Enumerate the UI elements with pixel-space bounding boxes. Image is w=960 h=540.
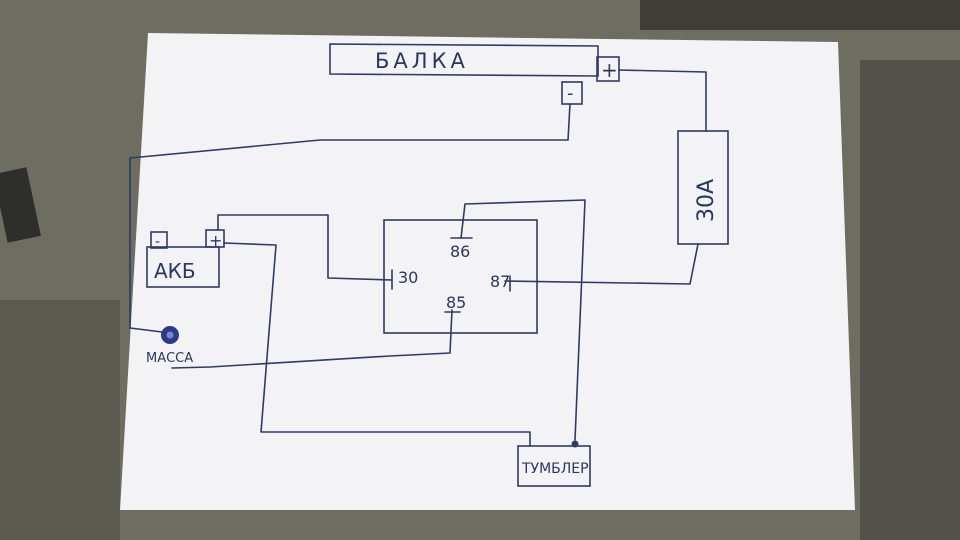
- switch-box: [517, 445, 591, 487]
- wire-bar-minus-to-ground: [129, 103, 571, 333]
- light-bar-plus-sign: +: [601, 58, 618, 82]
- relay-pin-85: 85: [446, 293, 466, 312]
- light-bar-minus-sign: -: [567, 83, 574, 104]
- wire-bar-plus-to-fuse: [618, 69, 707, 132]
- battery-label: АКБ: [154, 259, 196, 283]
- light-bar-box: [329, 43, 599, 77]
- fuse-label: 30А: [694, 179, 719, 222]
- table-shadow-left: [0, 300, 120, 540]
- battery-plus-sign: +: [209, 231, 222, 250]
- battery-minus-sign: -: [155, 234, 160, 250]
- ground-label: МАССА: [146, 351, 193, 366]
- wire-fuse-to-relay-87: [504, 243, 699, 285]
- wire-relay-86-to-switch: [460, 199, 586, 441]
- light-bar-minus-terminal: [561, 81, 583, 105]
- battery-minus-terminal: [150, 231, 168, 249]
- battery-box: [146, 246, 220, 288]
- relay-pin-87: 87: [490, 272, 510, 291]
- switch-terminal-dot: [571, 440, 579, 448]
- battery-plus-terminal: [205, 229, 225, 248]
- relay-box: [383, 219, 538, 334]
- wire-battery-plus-to-relay-30: [217, 214, 393, 281]
- relay-pin-86: 86: [450, 242, 470, 261]
- light-bar-label: БАЛКА: [375, 49, 469, 73]
- relay-pin-30: 30: [398, 268, 418, 287]
- table-corner-dark: [640, 0, 960, 30]
- ground-point-center: [166, 331, 174, 339]
- fuse-box: [677, 130, 729, 245]
- wire-relay-85-to-ground: [171, 309, 453, 369]
- table-right-dark: [860, 60, 960, 540]
- sticker-left: [0, 167, 41, 243]
- wire-battery-plus-to-switch: [223, 242, 531, 447]
- switch-label: ТУМБЛЕР: [521, 461, 589, 477]
- paper-sheet: [120, 33, 855, 510]
- light-bar-plus-terminal: [596, 56, 620, 82]
